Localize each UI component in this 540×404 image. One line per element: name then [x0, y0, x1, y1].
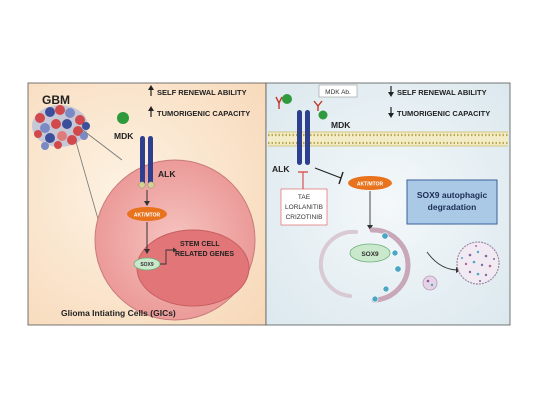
antibody-icon [313, 100, 323, 111]
sox9-target-arrow [160, 249, 174, 265]
mdk-ab-box [318, 84, 358, 98]
self-renewal-down: SELF RENEWAL ABILITY [397, 88, 487, 97]
inhibit-icon [298, 171, 308, 190]
sox9-label-left: SOX9 [140, 262, 154, 268]
up-arrow-icon [148, 85, 154, 96]
mdk-ligand-icon [117, 112, 129, 124]
degradation-line2: degradation [428, 202, 477, 212]
mdk-label-left: MDK [114, 131, 134, 141]
akt-mtor-label-right: AKT/MTOR [357, 182, 384, 188]
antibody-icon [275, 96, 283, 109]
alk-label-right: ALK [272, 164, 290, 174]
alk-label-left: ALK [158, 169, 176, 179]
down-arrow-icon [388, 86, 394, 97]
arrow-to-lysosome [426, 251, 459, 271]
gbm-label: GBM [42, 93, 70, 107]
tumorigenic-down: TUMORIGENIC CAPACITY [397, 109, 490, 118]
inhibitor-crizotinib: CRIZOTINIB [286, 214, 323, 221]
alk-receptor-icon [138, 136, 155, 189]
alk-receptor-right-icon [297, 110, 310, 165]
akt-mtor-label-left: AKT/MTOR [134, 213, 161, 219]
stem-cell-line1: STEM CELL [180, 241, 220, 248]
mdk-ligand-right-1 [282, 94, 292, 104]
cell-membrane [268, 131, 508, 147]
mdk-ligand-right-2 [318, 110, 328, 120]
gic-caption: Glioma Intiating Cells (GICs) [61, 308, 176, 318]
mdk-ab-label: MDK Ab. [325, 89, 351, 96]
sox9-label-right: SOX9 [361, 251, 379, 258]
stem-cell-line2: RELATED GENES [175, 251, 234, 258]
phagophore-outer [318, 229, 358, 298]
tumorigenic-up: TUMORIGENIC CAPACITY [157, 109, 250, 118]
self-renewal-up: SELF RENEWAL ABILITY [157, 88, 247, 97]
inhibitor-box [280, 188, 328, 226]
zoom-line-top [79, 127, 123, 161]
gbm-tumor-icon [32, 105, 90, 150]
lysosome-icon [456, 241, 500, 285]
small-vesicle-icon [422, 275, 438, 291]
degradation-line1: SOX9 autophagic [417, 190, 488, 200]
mdk-label-right: MDK [331, 120, 351, 130]
akt-mtor-box [127, 207, 167, 221]
up-arrow-icon [148, 106, 154, 117]
degradation-box [406, 179, 498, 225]
phagophore-membrane [369, 227, 411, 303]
inhibitor-lorlanitib: LORLANITIB [285, 204, 323, 211]
down-arrow-icon [388, 107, 394, 118]
lc3-dots [371, 232, 402, 303]
akt-mtor-box-right [348, 176, 392, 190]
inhibit-icon [314, 167, 344, 185]
sox9-right [349, 243, 391, 263]
inhibitor-tae: TAE [298, 194, 311, 201]
